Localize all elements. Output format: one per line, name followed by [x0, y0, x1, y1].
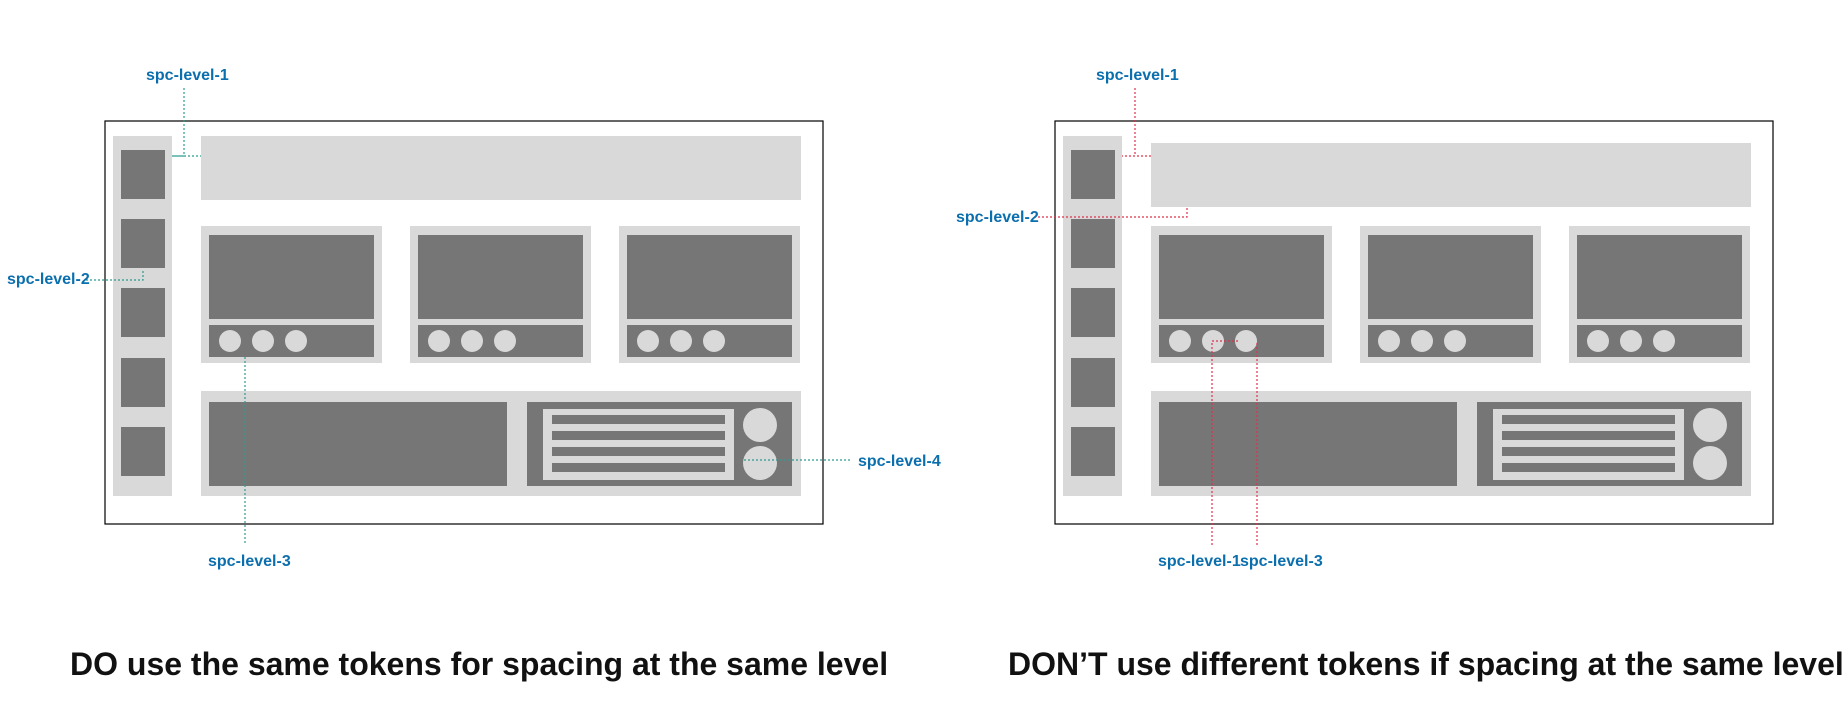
do-card-1-media	[209, 235, 374, 319]
dont-card-2-media	[1368, 235, 1533, 319]
do-caption: DO use the same tokens for spacing at th…	[70, 646, 889, 682]
dont-header-bar	[1151, 143, 1751, 207]
dont-card-3-dot-3	[1653, 330, 1675, 352]
dont-card-1-media	[1159, 235, 1324, 319]
do-bottom-list-row-2	[552, 431, 725, 440]
do-card-3-dot-2	[670, 330, 692, 352]
do-level-2-guide	[86, 270, 144, 281]
do-card-2-media	[418, 235, 583, 319]
do-bottom-dot-1	[743, 408, 777, 442]
dont-bottom-media	[1159, 402, 1457, 486]
dont-card-3-media	[1577, 235, 1742, 319]
dont-spc-level-3-label: spc-level-3	[1240, 553, 1323, 570]
do-header-bar	[201, 136, 801, 200]
do-card-2-dot-2	[461, 330, 483, 352]
do-card-1-dot-3	[285, 330, 307, 352]
dont-sidebar-item-1	[1071, 150, 1115, 199]
do-bottom-dot-2	[743, 446, 777, 480]
do-bottom-media	[209, 402, 507, 486]
dont-card-1-dot-3	[1235, 330, 1257, 352]
dont-sidebar-item-5	[1071, 427, 1115, 476]
do-spc-level-3-label: spc-level-3	[208, 553, 291, 570]
dont-card-2-dot-1	[1378, 330, 1400, 352]
do-spc-level-1-label: spc-level-1	[146, 67, 229, 84]
dont-bottom-list-row-4	[1502, 463, 1675, 472]
do-card-3-dot-3	[703, 330, 725, 352]
dont-bottom-list-row-1	[1502, 415, 1675, 424]
dont-bottom-dot-2	[1693, 446, 1727, 480]
dont-bottom-list-row-2	[1502, 431, 1675, 440]
do-spc-level-4-label: spc-level-4	[858, 453, 941, 470]
do-card-3-dot-1	[637, 330, 659, 352]
do-bottom-list-row-3	[552, 447, 725, 456]
do-bottom-list-row-1	[552, 415, 725, 424]
do-card-2-dot-3	[494, 330, 516, 352]
dont-card-3-dot-1	[1587, 330, 1609, 352]
dont-level-1-bottom-guide	[1211, 340, 1240, 545]
dont-sidebar-item-2	[1071, 219, 1115, 268]
do-card-1-dot-2	[252, 330, 274, 352]
do-card-1-dot-1	[219, 330, 241, 352]
do-sidebar-item-2	[121, 219, 165, 268]
dont-spc-level-1-bottom-label: spc-level-1	[1158, 553, 1241, 570]
do-sidebar-item-4	[121, 358, 165, 407]
dont-caption: DON’T use different tokens if spacing at…	[1008, 646, 1844, 682]
dont-level-2-guide	[1038, 207, 1188, 218]
do-card-2-dot-1	[428, 330, 450, 352]
dont-card-2-dot-2	[1411, 330, 1433, 352]
dont-bottom-dot-1	[1693, 408, 1727, 442]
do-level-1-guide	[172, 88, 201, 157]
dont-card-1-dot-1	[1169, 330, 1191, 352]
do-sidebar-item-3	[121, 288, 165, 337]
dont-bottom-list-row-3	[1502, 447, 1675, 456]
do-sidebar-item-5	[121, 427, 165, 476]
dont-sidebar-item-3	[1071, 288, 1115, 337]
dont-card-2-dot-3	[1444, 330, 1466, 352]
do-bottom-list-row-4	[552, 463, 725, 472]
dont-spc-level-2-label: spc-level-2	[956, 209, 1039, 226]
do-sidebar-item-1	[121, 150, 165, 199]
do-card-3-media	[627, 235, 792, 319]
dont-sidebar-item-4	[1071, 358, 1115, 407]
dont-card-3-dot-2	[1620, 330, 1642, 352]
dont-spc-level-1-top-label: spc-level-1	[1096, 67, 1179, 84]
do-spc-level-2-label: spc-level-2	[7, 271, 90, 288]
dont-level-1-top-guide	[1122, 88, 1151, 157]
